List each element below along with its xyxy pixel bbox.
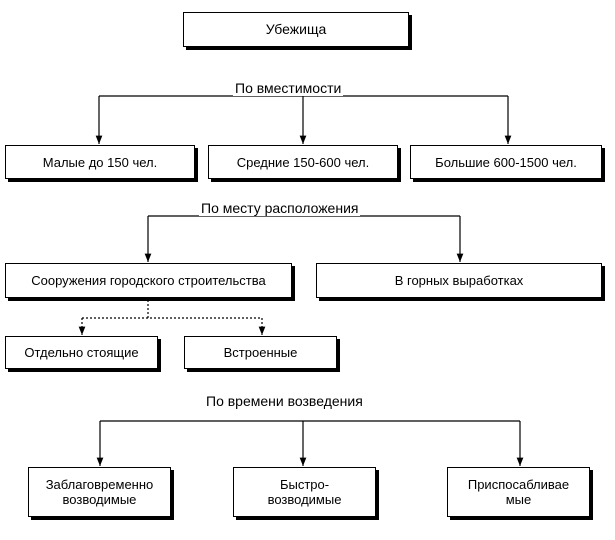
root-box: Убежища bbox=[183, 12, 409, 47]
rapid-box: Быстро- возводимые bbox=[233, 467, 376, 517]
advance-box: Заблаговременно возводимые bbox=[28, 467, 171, 517]
capacity-small-box: Малые до 150 чел. bbox=[5, 145, 195, 179]
standalone-box: Отдельно стоящие bbox=[5, 336, 158, 369]
location-mountain-box: В горных выработках bbox=[316, 263, 602, 298]
location-heading: По месту расположения bbox=[199, 200, 361, 216]
capacity-heading: По вместимости bbox=[233, 80, 344, 96]
capacity-large-box: Большие 600-1500 чел. bbox=[410, 145, 602, 179]
capacity-medium-box: Средние 150-600 чел. bbox=[208, 145, 398, 179]
time-heading: По времени возведения bbox=[204, 393, 365, 409]
built-in-box: Встроенные bbox=[184, 336, 337, 369]
adapted-box: Приспосабливае мые bbox=[447, 467, 590, 517]
location-urban-box: Сооружения городского строительства bbox=[5, 263, 292, 298]
